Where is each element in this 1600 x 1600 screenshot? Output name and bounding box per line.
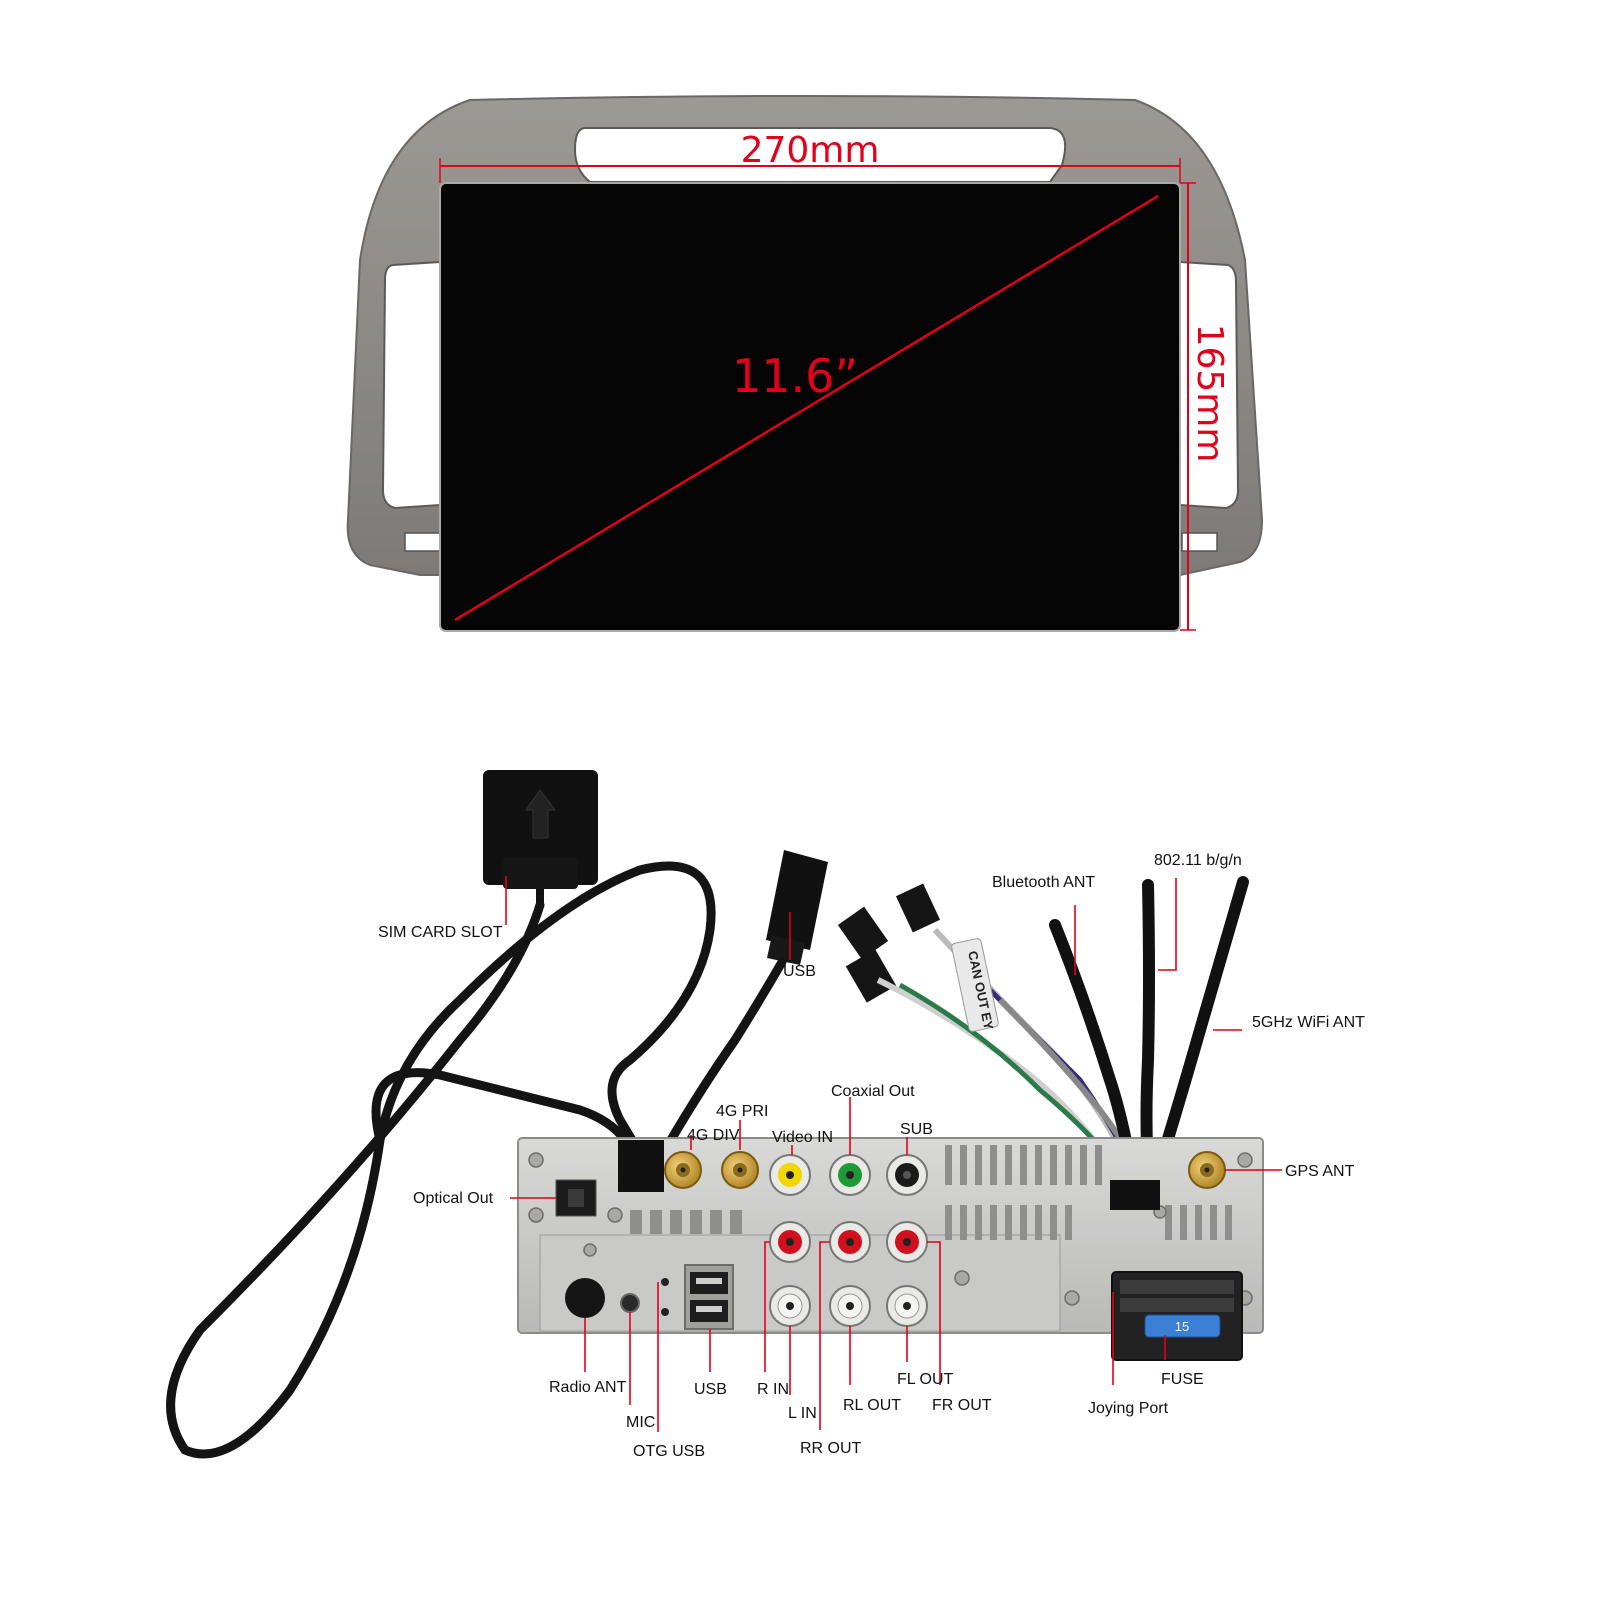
harness-plug <box>1110 1180 1160 1210</box>
rca-r-in <box>769 1221 811 1263</box>
head-unit-dimensions: 11.6” 270mm 165mm <box>346 95 1264 632</box>
diagonal-label: 11.6” <box>732 349 858 403</box>
height-label: 165mm <box>1189 324 1230 463</box>
rca-fl-out <box>886 1285 928 1327</box>
label-rr-out: RR OUT <box>800 1440 862 1457</box>
antenna-bluetooth <box>1049 919 1136 1166</box>
label-optical-out: Optical Out <box>413 1190 494 1207</box>
optical-out-port <box>555 1179 597 1217</box>
label-wifi-5ghz: 5GHz WiFi ANT <box>1252 1014 1365 1031</box>
label-l-in: L IN <box>788 1405 817 1422</box>
width-label: 270mm <box>741 130 880 171</box>
sma-4g-div <box>664 1151 702 1189</box>
rca-video-in <box>769 1154 811 1196</box>
label-usb-bottom: USB <box>694 1381 727 1398</box>
label-otg-usb: OTG USB <box>633 1443 705 1460</box>
label-usb-top: USB <box>783 963 816 980</box>
label-wifi-80211: 802.11 b/g/n <box>1154 852 1242 869</box>
otg-usb-port <box>661 1278 669 1286</box>
bezel-top-opening <box>573 127 1066 183</box>
rca-rl-out <box>829 1285 871 1327</box>
bezel-right-tab <box>1181 532 1218 552</box>
label-sub: SUB <box>900 1121 933 1138</box>
label-bluetooth-ant: Bluetooth ANT <box>992 874 1095 891</box>
bezel-left-tab <box>404 532 441 552</box>
sma-gps <box>1188 1151 1226 1189</box>
label-fl-out: FL OUT <box>897 1371 954 1388</box>
label-gps-ant: GPS ANT <box>1285 1163 1355 1180</box>
label-mic: MIC <box>626 1414 655 1431</box>
usb-ports-stack <box>684 1264 734 1330</box>
label-4g-div: 4G DIV <box>687 1127 740 1144</box>
sim-cable-loop <box>371 1068 630 1145</box>
label-4g-pri: 4G PRI <box>716 1103 768 1120</box>
chassis-vents <box>630 1145 1232 1240</box>
label-radio-ant: Radio ANT <box>549 1379 627 1396</box>
mic-port <box>620 1293 640 1313</box>
label-r-in: R IN <box>757 1381 789 1398</box>
label-coaxial-out: Coaxial Out <box>831 1083 915 1100</box>
rca-l-in <box>769 1285 811 1327</box>
diagonal-dimension-line <box>454 194 1159 622</box>
label-joying-port: Joying Port <box>1088 1400 1169 1417</box>
rca-fr-out <box>886 1221 928 1263</box>
usb-block-connector <box>618 1140 664 1192</box>
otg-usb-port-2 <box>661 1308 669 1316</box>
fuse-block: 15 <box>1144 1314 1221 1338</box>
fuse-value: 15 <box>1175 1319 1189 1334</box>
radio-ant-port <box>565 1278 605 1318</box>
usb-top-cable <box>660 957 787 1155</box>
label-video-in: Video IN <box>772 1129 833 1146</box>
label-sim-card-slot: SIM CARD SLOT <box>378 924 503 941</box>
leader-lines <box>505 876 1282 1432</box>
antenna-80211 <box>1140 879 1155 1171</box>
antenna-5ghz <box>1154 876 1249 1171</box>
bezel-right-vent <box>1179 260 1240 510</box>
sim-card-slot-connector <box>483 770 598 907</box>
rca-rr-out <box>829 1221 871 1263</box>
usb-top-connector <box>766 850 828 965</box>
label-fuse: FUSE <box>1161 1371 1204 1388</box>
rca-sub <box>886 1154 928 1196</box>
sim-cable <box>166 861 716 1459</box>
bezel-left-vent <box>381 260 441 510</box>
rear-panel-diagram: CAN OUT EY <box>166 770 1365 1460</box>
sma-4g-pri <box>721 1151 759 1189</box>
label-rl-out: RL OUT <box>843 1397 901 1414</box>
label-fr-out: FR OUT <box>932 1397 992 1414</box>
rca-coaxial-out <box>829 1154 871 1196</box>
